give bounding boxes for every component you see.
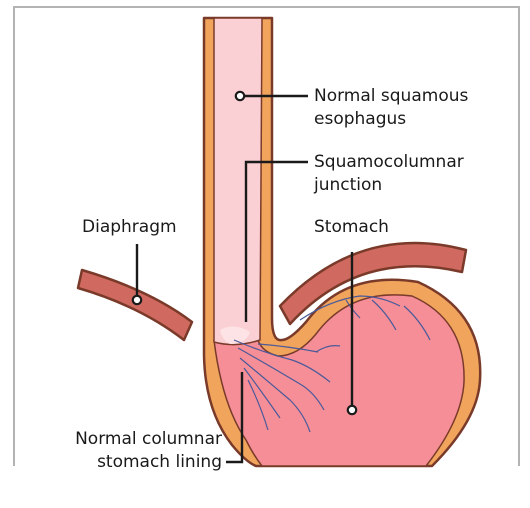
label-junction-line-2: junction: [314, 174, 464, 197]
label-stomach: Stomach: [314, 216, 389, 239]
marker-stomach: [348, 406, 356, 414]
label-diaphragm: Diaphragm: [82, 216, 177, 239]
marker-diaphragm: [133, 296, 141, 304]
label-junction: Squamocolumnar junction: [314, 151, 464, 197]
label-esophagus-line-1: Normal squamous: [314, 85, 468, 108]
label-esophagus-line-2: esophagus: [314, 108, 468, 131]
label-esophagus: Normal squamous esophagus: [314, 85, 468, 131]
marker-esophagus: [236, 92, 244, 100]
label-lining-line-1: Normal columnar: [66, 428, 222, 451]
label-junction-line-1: Squamocolumnar: [314, 151, 464, 174]
label-lining: Normal columnar stomach lining: [66, 428, 222, 474]
label-lining-line-2: stomach lining: [66, 451, 222, 474]
diaphragm-left: [78, 270, 192, 340]
esophagus-lumen: [214, 18, 262, 345]
